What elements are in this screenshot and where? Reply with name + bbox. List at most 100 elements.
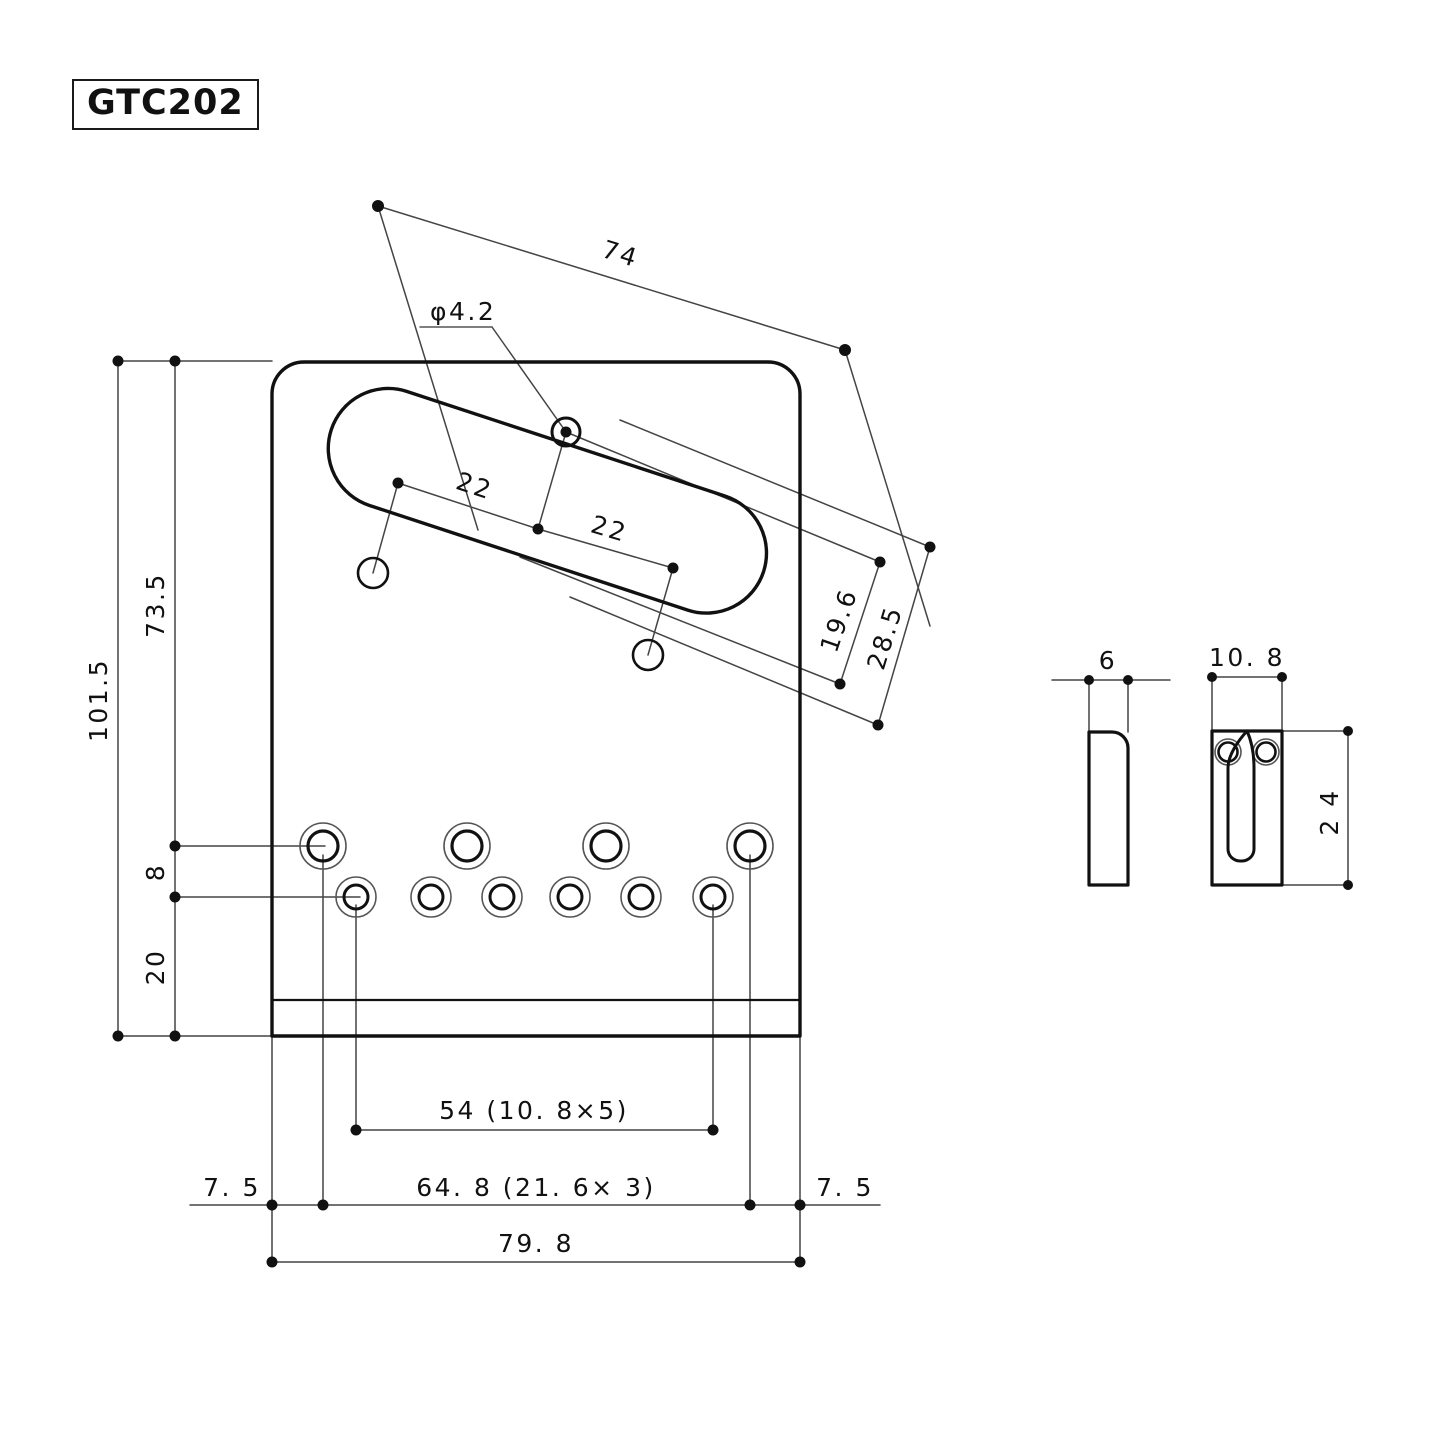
dim-label-74: 74 xyxy=(599,235,643,274)
dim-dot xyxy=(794,1256,806,1268)
hole-inner-ring xyxy=(733,829,767,863)
ext-28-5-bottom xyxy=(569,596,879,726)
dim-label-101-5: 101.5 xyxy=(84,658,113,742)
dim-dot xyxy=(350,1124,362,1136)
leader-phi42-up xyxy=(491,326,567,433)
hole-outer-ring xyxy=(335,876,377,918)
dim-dot xyxy=(169,355,181,367)
dim-label-margin-right: 7. 5 xyxy=(816,1173,874,1202)
dim-label-8: 8 xyxy=(141,863,170,881)
dim-dot xyxy=(839,344,851,356)
dim-dot xyxy=(1207,672,1217,682)
dim-dot xyxy=(392,477,404,489)
dim-dot xyxy=(1277,672,1287,682)
front-view-hole xyxy=(1252,738,1280,766)
dim-dot xyxy=(707,1124,719,1136)
dimension-dots-group xyxy=(112,200,1353,1268)
dimline-19-6 xyxy=(839,561,881,685)
dim-dot xyxy=(169,840,181,852)
hole-inner-ring xyxy=(450,829,484,863)
dim-dot xyxy=(794,1199,806,1211)
small-hole xyxy=(335,876,377,918)
hole-inner-ring xyxy=(627,883,655,911)
front-view-saddle xyxy=(1210,729,1284,887)
side-view-saddle-profile xyxy=(1087,730,1130,887)
pickup-slot-outline xyxy=(326,386,769,615)
dim-dot xyxy=(372,200,384,212)
dim-label-19-6: 19.6 xyxy=(815,584,864,656)
dim-dot xyxy=(1084,675,1094,685)
hole-outer-ring xyxy=(692,876,734,918)
dimline-28-5 xyxy=(877,546,931,726)
dim-dot xyxy=(169,891,181,903)
small-hole xyxy=(620,876,662,918)
hole-inner-ring xyxy=(342,883,370,911)
hole-inner-ring xyxy=(1255,741,1277,763)
page-title: GTC202 xyxy=(87,83,244,123)
front-view-outline xyxy=(1210,729,1284,887)
small-hole xyxy=(549,876,591,918)
dim-label-28-5: 28.5 xyxy=(861,602,908,673)
dim-dot-phi42 xyxy=(560,426,572,438)
dim-dot xyxy=(834,678,846,690)
ext-74-right xyxy=(844,349,931,627)
large-hole xyxy=(443,822,491,870)
dim-label-22-left: 22 xyxy=(453,466,497,505)
dim-label-phi-4-2: φ4.2 xyxy=(430,297,496,326)
hole-inner-ring xyxy=(589,829,623,863)
small-hole xyxy=(481,876,523,918)
ext-28-5-top xyxy=(619,419,931,548)
ext-74-left xyxy=(377,205,479,531)
hole-outer-ring xyxy=(620,876,662,918)
dim-label-64-8: 64. 8 (21. 6× 3) xyxy=(416,1173,655,1202)
hole-inner-ring xyxy=(306,829,340,863)
dim-dot xyxy=(1343,880,1353,890)
side-profile-outline xyxy=(1087,730,1130,887)
dim-dot xyxy=(112,355,124,367)
dim-dot xyxy=(872,719,884,731)
leader-phi42-down xyxy=(537,431,567,530)
hole-inner-ring xyxy=(556,883,584,911)
hole-outer-ring xyxy=(443,822,491,870)
plate-outline xyxy=(270,360,802,1038)
dim-dot xyxy=(317,1199,329,1211)
large-hole-row xyxy=(299,822,774,870)
dim-dot xyxy=(532,523,544,535)
dimension-lines-group xyxy=(117,205,1349,1263)
dim-dot xyxy=(924,541,936,553)
hole-outer-ring xyxy=(481,876,523,918)
large-hole xyxy=(726,822,774,870)
dim-dot xyxy=(1343,726,1353,736)
pickup-screw-hole-left xyxy=(356,556,390,590)
dim-dot xyxy=(744,1199,756,1211)
title-box: GTC202 xyxy=(72,79,259,130)
hole-inner-ring xyxy=(488,883,516,911)
hole-outer-ring xyxy=(299,822,347,870)
dim-label-22-right: 22 xyxy=(588,510,632,548)
top-view-bridge-plate xyxy=(270,360,802,1038)
dim-dot xyxy=(266,1199,278,1211)
dim-label-73-5: 73.5 xyxy=(141,572,170,638)
dim-dot xyxy=(169,1030,181,1042)
dim-label-79-8: 79. 8 xyxy=(498,1229,574,1258)
dimline-22-right xyxy=(537,528,674,569)
hole-outer-ring xyxy=(726,822,774,870)
dim-label-54: 54 (10. 8×5) xyxy=(439,1096,629,1125)
pickup-cutout xyxy=(326,386,769,615)
dim-label-10-8: 10. 8 xyxy=(1209,643,1285,672)
hole-outer-ring xyxy=(410,876,452,918)
dim-dot xyxy=(112,1030,124,1042)
ext-19-6-bottom xyxy=(519,556,841,685)
small-hole-row xyxy=(335,876,734,918)
small-hole xyxy=(410,876,452,918)
dim-dot xyxy=(874,556,886,568)
large-hole xyxy=(299,822,347,870)
dim-label-6: 6 xyxy=(1099,646,1117,675)
ext-22-right-leader xyxy=(647,567,674,656)
small-hole xyxy=(692,876,734,918)
dim-dot xyxy=(667,562,679,574)
large-hole xyxy=(582,822,630,870)
hole-inner-ring xyxy=(417,883,445,911)
